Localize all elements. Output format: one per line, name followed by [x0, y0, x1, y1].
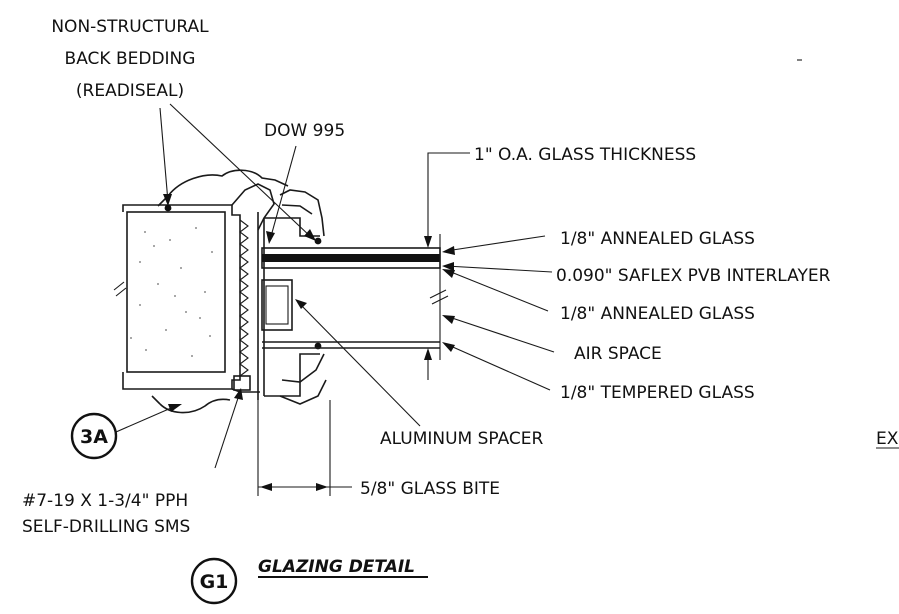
- label-tempered-glass: 1/8" TEMPERED GLASS: [560, 383, 755, 403]
- label-edge-text: EX: [876, 429, 899, 449]
- detail-tag-g1: G1: [190, 557, 238, 605]
- oa-thickness-dim: [424, 152, 470, 380]
- label-back-bedding-line-2: BACK BEDDING: [65, 49, 196, 69]
- mullion-section: [113, 211, 226, 373]
- label-screw-line-1: #7-19 X 1-3/4" PPH: [22, 491, 188, 511]
- glass-unit: [261, 234, 449, 360]
- tag-3a-text: 3A: [80, 426, 108, 448]
- screw-fastener: [233, 219, 251, 391]
- label-screw-line-2: SELF-DRILLING SMS: [22, 517, 190, 537]
- label-back-bedding-line-1: NON-STRUCTURAL: [51, 17, 209, 37]
- label-dow-995: DOW 995: [264, 121, 345, 141]
- label-back-bedding-line-3: (READISEAL): [76, 81, 184, 101]
- label-annealed-glass-bottom: 1/8" ANNEALED GLASS: [560, 304, 755, 324]
- leader-lines: [115, 103, 555, 469]
- label-annealed-glass-top: 1/8" ANNEALED GLASS: [560, 229, 755, 249]
- label-glass-bite: 5/8" GLASS BITE: [360, 479, 500, 499]
- label-air-space: AIR SPACE: [574, 344, 662, 364]
- label-saflex-interlayer: 0.090" SAFLEX PVB INTERLAYER: [556, 266, 831, 286]
- tag-3a: 3A: [70, 412, 118, 460]
- label-aluminum-spacer: ALUMINUM SPACER: [380, 429, 544, 449]
- glass-bite-dim: [257, 400, 352, 496]
- label-oa-glass-thickness: 1" O.A. GLASS THICKNESS: [474, 145, 696, 165]
- detail-tag-g1-text: G1: [200, 571, 229, 593]
- detail-title: GLAZING DETAIL: [258, 557, 415, 577]
